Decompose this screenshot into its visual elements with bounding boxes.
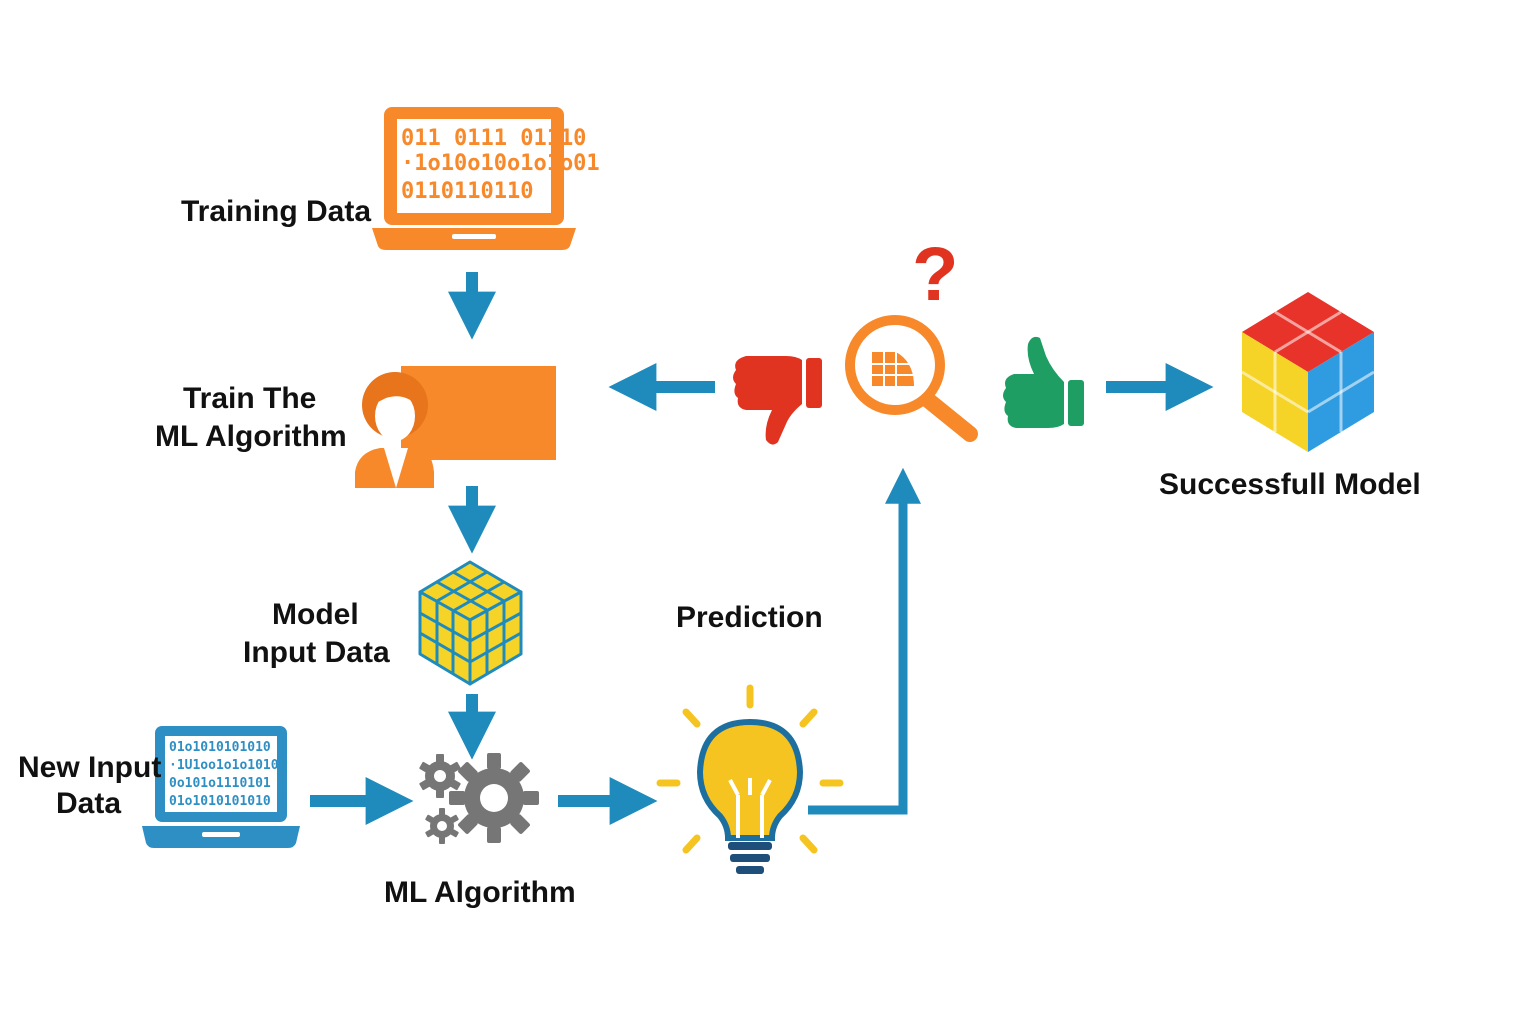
model-label-line-2: Input Data <box>243 636 390 669</box>
prediction-label: Prediction <box>676 601 823 634</box>
new-input-laptop-icon: 01o1010101010 1 ·1U1oo1o1o10101 0o101o11… <box>142 726 300 848</box>
training-laptop-icon: 011 0111 01110 ·1o10o10o1o1o01 011011011… <box>372 107 600 250</box>
ml-algorithm-label: ML Algorithm <box>384 876 576 909</box>
thumbs-up-icon <box>1003 336 1084 428</box>
training-bits-row-2: ·1o10o10o1o1o01 <box>401 151 600 176</box>
new-input-label-line-2: Data <box>56 787 121 820</box>
new-input-bits-row-3: 0o101o1110101 <box>169 776 271 791</box>
lightbulb-icon <box>656 684 844 874</box>
train-label-line-2: ML Algorithm <box>155 420 347 453</box>
new-input-bits-row-2: ·1U1oo1o1o10101 <box>169 758 287 773</box>
person-presentation-icon <box>355 366 556 488</box>
thumbs-down-icon <box>733 356 822 445</box>
successful-model-label: Successfull Model <box>1159 468 1421 501</box>
new-input-label-line-1: New Input <box>18 751 161 784</box>
training-data-label: Training Data <box>181 195 371 228</box>
model-label-line-1: Model <box>272 598 359 631</box>
new-input-bits-row-4: 01o1010101010 1 <box>169 794 287 809</box>
train-label-line-1: Train The <box>183 382 316 415</box>
gears-icon <box>419 753 539 844</box>
training-bits-row-3: 0110110110 <box>401 179 533 204</box>
question-mark-icon: ? <box>912 232 958 317</box>
arrow-prediction-to-evaluation <box>808 467 921 815</box>
color-cube-icon <box>1241 292 1375 452</box>
new-input-bits-row-1: 01o1010101010 1 <box>169 740 287 755</box>
grid-cube-icon <box>418 560 523 686</box>
magnifier-icon <box>845 315 978 442</box>
training-bits-row-1: 011 0111 01110 <box>401 126 586 151</box>
